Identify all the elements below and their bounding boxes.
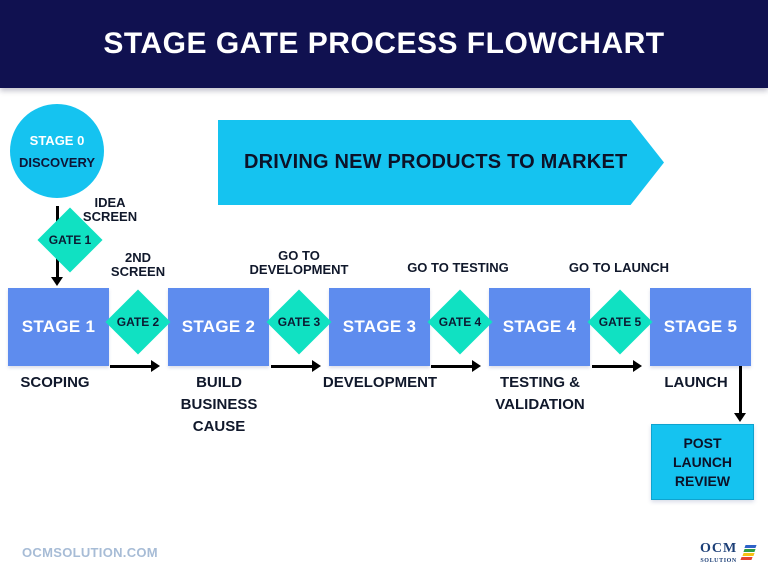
testing-validation-label: TESTING & VALIDATION xyxy=(495,374,585,413)
flag-bar-blue xyxy=(744,545,757,548)
stage-5-label: STAGE 5 xyxy=(663,317,738,336)
gate-2-diamond: GATE 2 xyxy=(105,289,171,355)
stage-2-label: STAGE 2 xyxy=(181,317,256,336)
gate-3-diamond: GATE 3 xyxy=(266,289,332,355)
arrow-head-icon xyxy=(51,277,63,286)
discovery-label: DISCOVERY xyxy=(18,154,96,170)
gate-1-diamond: GATE 1 xyxy=(37,207,103,273)
arrow-shaft xyxy=(592,364,635,368)
arrow-head-icon xyxy=(633,360,642,372)
gate-1-label: GATE 1 xyxy=(48,233,92,247)
stage-1-label: STAGE 1 xyxy=(21,317,96,336)
build-business-cause-label: BUILD BUSINESS CAUSE xyxy=(180,374,258,435)
second-screen-label: 2ND SCREEN xyxy=(110,250,166,279)
arrow-shaft xyxy=(110,364,153,368)
stage-3-label: STAGE 3 xyxy=(342,317,417,336)
driving-products-banner: DRIVING NEW PRODUCTS TO MARKET xyxy=(218,120,664,205)
stage-0-label: STAGE 0 xyxy=(29,132,85,148)
stage-1-box: STAGE 1 xyxy=(8,288,109,366)
gate-4-label: GATE 4 xyxy=(438,315,482,329)
ocm-flag-icon xyxy=(740,545,757,561)
down-arrow-stage5-to-post-launch xyxy=(734,366,746,422)
ocm-solution-logo: OCM SOLUTION xyxy=(700,542,757,564)
stage-4-box: STAGE 4 xyxy=(489,288,590,366)
development-label: DEVELOPMENT xyxy=(322,374,438,391)
logo-text: OCM SOLUTION xyxy=(700,541,738,565)
driving-products-label: DRIVING NEW PRODUCTS TO MARKET xyxy=(244,151,628,173)
flag-bar-red xyxy=(740,557,753,560)
flow-arrow-stage4-stage5 xyxy=(592,360,642,372)
gate-4-diamond: GATE 4 xyxy=(427,289,493,355)
arrow-head-icon xyxy=(734,413,746,422)
arrow-shaft xyxy=(738,366,742,415)
go-to-testing-label: GO TO TESTING xyxy=(407,260,509,275)
stage-3-box: STAGE 3 xyxy=(329,288,430,366)
arrow-head-icon xyxy=(312,360,321,372)
arrow-shaft xyxy=(431,364,474,368)
stage-5-box: STAGE 5 xyxy=(650,288,751,366)
flow-arrow-stage3-stage4 xyxy=(431,360,481,372)
launch-label: LAUNCH xyxy=(664,374,728,391)
scoping-label: SCOPING xyxy=(20,374,90,391)
go-to-development-label: GO TO DEVELOPMENT xyxy=(249,248,349,277)
flow-arrow-stage2-stage3 xyxy=(271,360,321,372)
go-to-launch-label: GO TO LAUNCH xyxy=(568,260,670,275)
arrow-head-icon xyxy=(151,360,160,372)
website-text: OCMSOLUTION.COM xyxy=(22,545,158,560)
logo-ocm-text: OCM xyxy=(700,541,738,556)
post-launch-review-box: POST LAUNCH REVIEW xyxy=(651,424,754,500)
page-title: STAGE GATE PROCESS FLOWCHART xyxy=(103,27,665,60)
gate-5-diamond: GATE 5 xyxy=(587,289,653,355)
stage-4-label: STAGE 4 xyxy=(502,317,577,336)
flag-bar-yellow xyxy=(741,553,755,556)
flow-arrow-stage1-stage2 xyxy=(110,360,160,372)
gate-5-label: GATE 5 xyxy=(598,315,642,329)
stage-0-discovery-circle: STAGE 0 DISCOVERY xyxy=(10,104,104,198)
logo-solution-text: SOLUTION xyxy=(700,558,737,564)
title-banner: STAGE GATE PROCESS FLOWCHART xyxy=(0,0,768,88)
stage-2-box: STAGE 2 xyxy=(168,288,269,366)
idea-screen-label: IDEA SCREEN xyxy=(82,195,138,224)
gate-3-label: GATE 3 xyxy=(277,315,321,329)
arrow-head-icon xyxy=(472,360,481,372)
arrow-shaft xyxy=(271,364,314,368)
gate-2-label: GATE 2 xyxy=(116,315,160,329)
post-launch-review-label: POST LAUNCH REVIEW xyxy=(672,434,733,489)
flag-bar-green xyxy=(743,549,756,552)
